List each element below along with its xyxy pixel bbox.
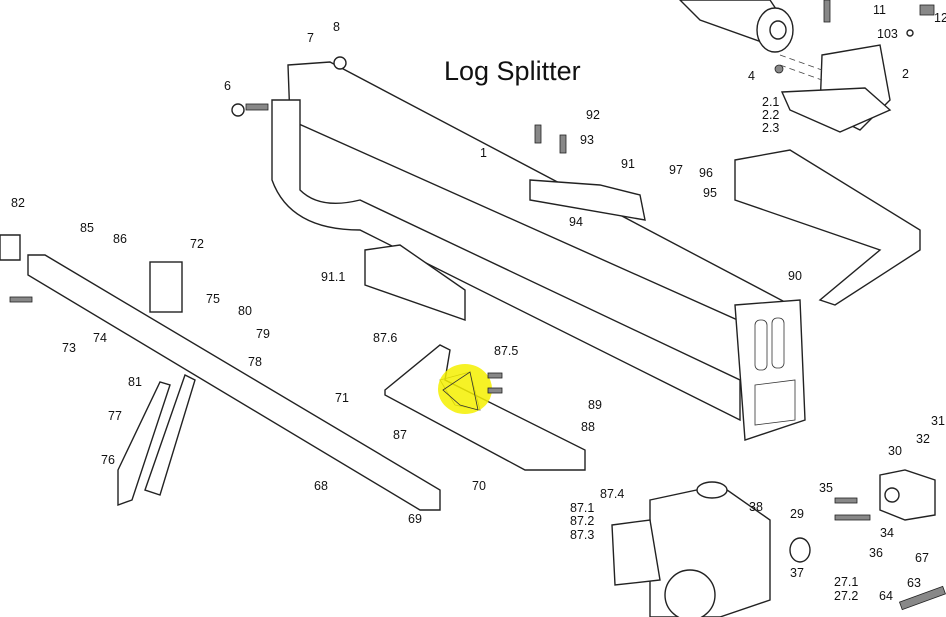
part-label: 79 — [256, 327, 270, 341]
part-label: 69 — [408, 512, 422, 526]
part-label: 1 — [480, 146, 487, 160]
part-label: 35 — [819, 481, 833, 495]
part-label: 70 — [472, 479, 486, 493]
part-label: 91.1 — [321, 270, 345, 284]
part-label: 27.1 — [834, 575, 858, 589]
part-label: 2.2 — [762, 108, 779, 122]
part-label: 87.3 — [570, 528, 594, 542]
part-label: 90 — [788, 269, 802, 283]
part-label: 37 — [790, 566, 804, 580]
part-label: 6 — [224, 79, 231, 93]
part-label: 72 — [190, 237, 204, 251]
part-label: 30 — [888, 444, 902, 458]
bolt-icon — [487, 387, 503, 394]
part-label: 38 — [749, 500, 763, 514]
part-label: 95 — [703, 186, 717, 200]
hydraulic-cylinder — [679, 0, 794, 53]
part-label: 87.2 — [570, 514, 594, 528]
part-label: 91 — [621, 157, 635, 171]
part-label: 87.1 — [570, 501, 594, 515]
part-label: 103 — [877, 27, 898, 41]
diagram-title: Log Splitter — [444, 56, 581, 86]
part-label: 31 — [931, 414, 945, 428]
part-label: 32 — [916, 432, 930, 446]
bolt-icon — [487, 372, 503, 379]
wedge-assembly — [774, 0, 935, 133]
part-label: 74 — [93, 331, 107, 345]
part-label: 11 — [873, 3, 886, 17]
part-label: 80 — [238, 304, 252, 318]
part-label: 75 — [206, 292, 220, 306]
stand-87 — [384, 344, 586, 471]
part-label: 96 — [699, 166, 713, 180]
part-labels: 7 8 11 12 103 4 2 2.1 2.2 2.3 6 1 92 93 … — [11, 3, 946, 603]
highlight-87-5 — [438, 364, 492, 414]
part-label: 92 — [586, 108, 600, 122]
part-label: 36 — [869, 546, 883, 560]
part-label: 7 — [307, 31, 314, 45]
part-label: 29 — [790, 507, 804, 521]
part-label: 27.2 — [834, 589, 858, 603]
part-label: 86 — [113, 232, 127, 246]
part-label: 81 — [128, 375, 142, 389]
part-label: 88 — [581, 420, 595, 434]
part-label: 87.6 — [373, 331, 397, 345]
part-label: 77 — [108, 409, 122, 423]
pump — [789, 469, 946, 611]
part-label: 89 — [588, 398, 602, 412]
part-label: 73 — [62, 341, 76, 355]
part-label: 97 — [669, 163, 683, 177]
part-label: 2 — [902, 67, 909, 81]
main-beam — [231, 56, 806, 441]
part-label: 67 — [915, 551, 929, 565]
part-label: 8 — [333, 20, 340, 34]
part-label: 85 — [80, 221, 94, 235]
part-label: 64 — [879, 589, 893, 603]
bracket-91 — [364, 124, 921, 321]
part-label: 4 — [748, 69, 755, 83]
part-label: 71 — [335, 391, 349, 405]
part-label: 87.4 — [600, 487, 624, 501]
part-label: 93 — [580, 133, 594, 147]
part-label: 87.5 — [494, 344, 518, 358]
part-label: 68 — [314, 479, 328, 493]
part-label: 2.3 — [762, 121, 779, 135]
engine — [611, 481, 771, 617]
part-label: 94 — [569, 215, 583, 229]
part-label: 34 — [880, 526, 894, 540]
part-label: 12 — [934, 11, 946, 25]
part-label: 87 — [393, 428, 407, 442]
part-label: 76 — [101, 453, 115, 467]
part-label: 2.1 — [762, 95, 779, 109]
part-label: 82 — [11, 196, 25, 210]
rail-71 — [0, 234, 441, 511]
part-label: 78 — [248, 355, 262, 369]
part-87-5 — [442, 371, 479, 411]
part-label: 63 — [907, 576, 921, 590]
